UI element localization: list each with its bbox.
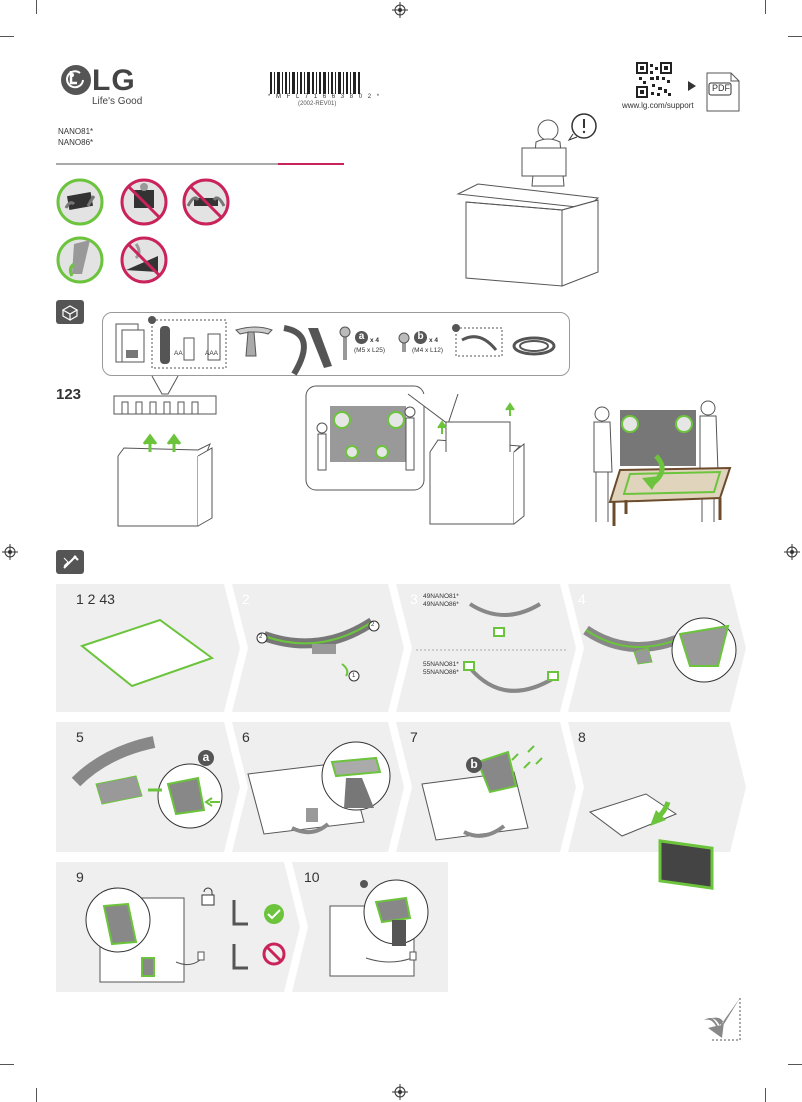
step-number: 9 xyxy=(76,869,84,885)
lg-logo-icon xyxy=(61,65,91,95)
screw-b-size: (M4 x L12) xyxy=(412,347,444,354)
step-row-3-panels xyxy=(56,862,448,992)
barcode-revision: (2002-REV01) xyxy=(298,101,337,107)
screw-a-badge: a xyxy=(198,750,214,766)
pdf-document-icon xyxy=(706,72,740,112)
unpack-accessories-illustration xyxy=(113,375,217,527)
safety-warnings-illustration xyxy=(56,178,230,284)
barcode-number: * M F L 7 1 6 6 3 8 0 2 * xyxy=(268,94,382,100)
header-divider xyxy=(56,163,344,165)
barcode-image xyxy=(270,72,360,94)
step-number: 5 xyxy=(76,729,84,745)
registration-mark-icon xyxy=(2,544,18,560)
tv-on-table-illustration xyxy=(593,400,732,526)
pdf-label: PDF xyxy=(712,83,730,93)
screw-b-badge: b xyxy=(414,331,427,344)
step-number: 4 xyxy=(578,591,586,607)
brand-tagline: Life's Good xyxy=(92,96,143,107)
step-number: 2 xyxy=(242,591,250,607)
support-url: www.lg.com/support xyxy=(622,101,694,110)
registration-mark-icon xyxy=(392,2,408,18)
model-name: NANO86* xyxy=(58,138,94,147)
crop-mark xyxy=(765,1088,766,1102)
crop-mark xyxy=(0,36,14,37)
crop-mark xyxy=(36,1088,37,1102)
unpack-tv-illustration xyxy=(305,385,525,525)
brand-logo-text: LG xyxy=(92,64,136,97)
step-3-models-bottom: 55NANO81* 55NANO86* xyxy=(423,661,459,677)
crop-mark xyxy=(0,1064,14,1065)
model-name: 55NANO81* xyxy=(423,661,459,668)
step-row-1-panels xyxy=(56,584,746,712)
screw-a-size: (M5 x L25) xyxy=(354,347,386,354)
step-number: 8 xyxy=(578,729,586,745)
screw-b-badge: b xyxy=(466,757,482,773)
model-name: 49NANO81* xyxy=(423,593,459,600)
model-name: 55NANO86* xyxy=(423,669,459,676)
crop-mark xyxy=(765,0,766,14)
model-name: 49NANO86* xyxy=(423,601,459,608)
crop-mark xyxy=(788,36,802,37)
screw-b-count: x 4 xyxy=(429,337,439,344)
step-row-1-label: 1 2 43 xyxy=(76,591,115,607)
step-number: 10 xyxy=(304,869,320,885)
step-number: 7 xyxy=(410,729,418,745)
step-row-2-panels xyxy=(56,722,746,890)
qr-code-image xyxy=(636,62,672,98)
registration-mark-icon xyxy=(784,544,800,560)
accessories-items-illustration xyxy=(115,316,556,376)
crop-mark xyxy=(36,0,37,14)
registration-mark-icon xyxy=(392,1084,408,1100)
page-turn-icon xyxy=(704,998,741,1041)
step-3-models-top: 49NANO81* 49NANO86* xyxy=(423,593,459,609)
battery-aaa-label: AAA xyxy=(205,350,219,357)
accessories-box-icon xyxy=(56,300,84,324)
model-name: NANO81* xyxy=(58,127,94,136)
play-arrow-icon xyxy=(688,81,696,91)
screw-a-count: x 4 xyxy=(370,337,380,344)
callout-number: 1 xyxy=(352,673,356,679)
model-list: NANO81* NANO86* xyxy=(58,126,93,148)
callout-number: 2 xyxy=(371,622,375,628)
crop-mark xyxy=(788,1064,802,1065)
screw-a-badge: a xyxy=(355,331,368,344)
callout-number: 2 xyxy=(259,634,263,640)
assembly-tools-icon xyxy=(56,550,84,574)
tv-box-person-illustration xyxy=(456,113,600,287)
step-number: 6 xyxy=(242,729,250,745)
step-number: 3 xyxy=(410,591,418,607)
unpack-step-label: 123 xyxy=(56,386,82,403)
battery-aa-label: AA xyxy=(174,350,183,357)
